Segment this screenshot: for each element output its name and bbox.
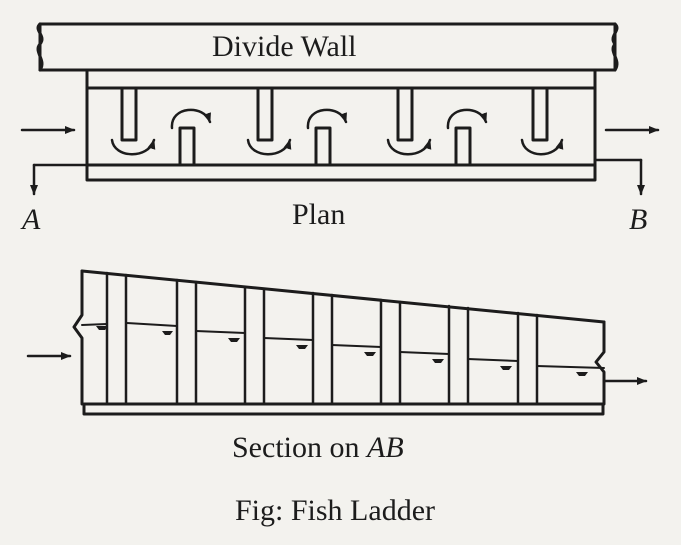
flow-arrow	[246, 138, 292, 156]
wall-break-right	[611, 22, 619, 72]
plan-label: Plan	[292, 198, 346, 231]
section-base	[82, 402, 605, 416]
section-label-ref: AB	[367, 431, 404, 464]
flow-arrow	[446, 108, 488, 130]
baffle-bottom-3	[454, 126, 472, 167]
wall-break-left	[36, 22, 44, 72]
flow-arrow	[110, 138, 156, 156]
baffle-bottom-1	[178, 126, 196, 167]
flow-arrow	[386, 138, 432, 156]
flow-arrow	[306, 108, 348, 130]
water-level-marks	[96, 326, 588, 376]
baffle-top-2	[256, 86, 274, 142]
section-point-b-label: B	[629, 203, 648, 236]
section-label: Section on AB	[232, 433, 404, 463]
section-view	[26, 269, 648, 416]
section-baffles	[105, 271, 539, 406]
section-break-right	[594, 320, 606, 406]
baffle-top-1	[120, 86, 138, 142]
baffle-top-3	[396, 86, 414, 142]
flow-arrow	[170, 108, 212, 130]
figure-caption: Fig: Fish Ladder	[235, 494, 435, 527]
flow-arrow	[520, 138, 564, 156]
water-surfaces	[81, 322, 605, 369]
channel-outer	[85, 68, 597, 182]
baffle-top-4	[531, 86, 549, 142]
section-label-prefix: Section on	[232, 431, 367, 464]
section-point-a-label: A	[22, 203, 41, 236]
section-top-edge	[80, 269, 606, 324]
baffle-bottom-2	[314, 126, 332, 167]
divide-wall-label: Divide Wall	[212, 30, 357, 63]
plan-view	[20, 22, 660, 196]
section-break-left	[72, 269, 84, 406]
